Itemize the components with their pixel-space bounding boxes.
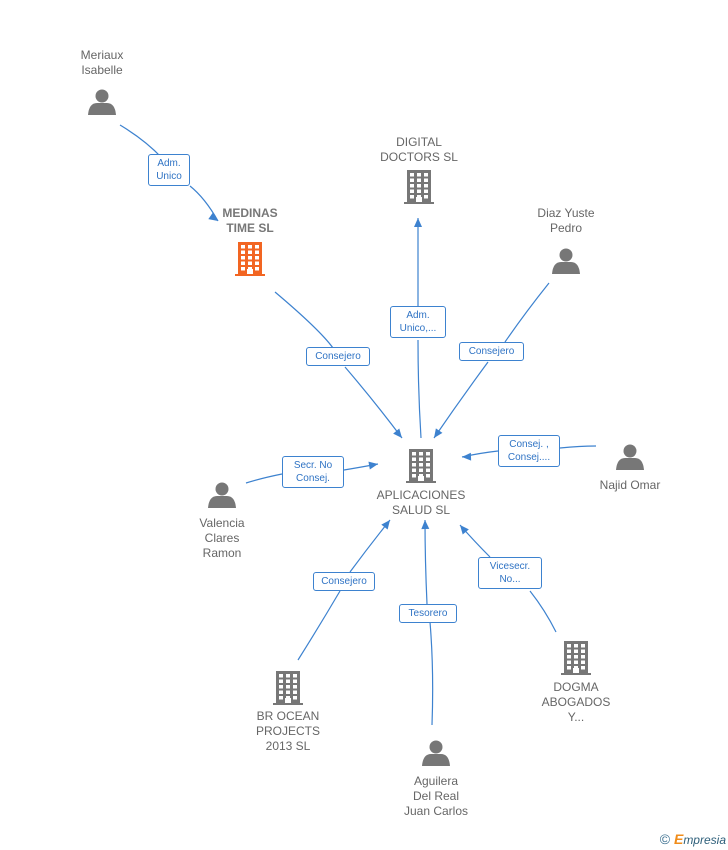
node-label-line: APLICACIONES [376, 488, 466, 502]
edge-label-text: Tesorero [408, 608, 448, 619]
arrowhead-icon [421, 520, 430, 530]
node-label-line: Isabelle [81, 63, 123, 77]
edge-label[interactable]: Consej. , Consej.... [498, 435, 560, 467]
person-icon[interactable] [552, 248, 580, 275]
edge-line [417, 218, 422, 439]
person-icon[interactable] [616, 444, 644, 471]
edge-najid-aplicaciones [461, 445, 597, 461]
edge-label-text: Adm. [406, 310, 430, 321]
person-icon[interactable] [88, 89, 116, 116]
edge-label-text: Adm. [157, 158, 181, 169]
node-label-line: Y... [567, 710, 585, 724]
node-label-line: Juan Carlos [403, 804, 469, 818]
edge-label[interactable]: Secr. No Consej. [282, 456, 344, 488]
edge-aplicaciones-digital [414, 218, 422, 439]
arrowhead-icon [460, 525, 469, 535]
node-label-line: Meriaux [80, 48, 124, 62]
edge-label-text: Consej. [296, 473, 330, 484]
node-label-najid[interactable]: Najid Omar [570, 478, 690, 493]
node-label-line: MEDINAS [222, 206, 278, 220]
node-label-line: Del Real [412, 789, 460, 803]
edge-label-text: Consej. , [509, 439, 549, 450]
node-label-line: BR OCEAN [256, 709, 320, 723]
arrowhead-icon [393, 428, 402, 438]
edge-label[interactable]: Adm. Unico [148, 154, 190, 186]
arrowhead-icon [381, 520, 390, 530]
arrowhead-icon [368, 461, 378, 470]
node-label-line: Aguilera [413, 774, 459, 788]
edge-label[interactable]: Consejero [459, 342, 524, 361]
node-label-line: Ramon [202, 546, 242, 560]
edge-line [433, 282, 550, 439]
edge-label-text: Unico [156, 171, 182, 182]
node-label-line: ABOGADOS [541, 695, 611, 709]
node-label-line: Diaz Yuste [537, 206, 595, 220]
arrowhead-icon [462, 452, 472, 461]
node-label-line: TIME SL [226, 221, 274, 235]
building-icon[interactable] [235, 242, 265, 276]
edge-dogma-aplicaciones [459, 524, 557, 633]
node-label-line: Najid Omar [599, 478, 661, 492]
edge-broceam-aplicaciones [297, 519, 391, 661]
edge-medinas-aplicaciones [274, 291, 403, 439]
edge-label-text: Unico,... [399, 323, 437, 334]
node-label-line: Clares [204, 531, 240, 545]
edge-label-text: No... [499, 574, 521, 585]
node-label-line: DOCTORS SL [380, 150, 458, 164]
building-icon[interactable] [406, 449, 436, 483]
edge-label[interactable]: Vicesecr. No... [478, 557, 542, 589]
edge-label-text: Consej.... [507, 452, 551, 463]
arrowhead-icon [434, 428, 443, 438]
person-icon[interactable] [422, 740, 450, 767]
copyright-footer: © Empresia [660, 831, 726, 847]
node-label-line: PROJECTS [255, 724, 320, 738]
brand-logo[interactable]: Empresia [673, 831, 726, 847]
edge-diaz-aplicaciones [433, 282, 550, 439]
person-icon[interactable] [208, 482, 236, 509]
node-label-line: Pedro [549, 221, 583, 235]
node-label-line: Valencia [199, 516, 245, 530]
edge-label-text: Consejero [315, 351, 361, 362]
building-icon[interactable] [404, 170, 434, 204]
edge-label[interactable]: Consejero [306, 347, 370, 366]
edge-aguilera-aplicaciones [421, 519, 434, 726]
edge-label-text: Consejero [321, 576, 367, 587]
arrowhead-icon [208, 212, 218, 221]
edge-label-text: Vicesecr. [489, 561, 531, 572]
node-label-line: DOGMA [553, 680, 599, 694]
edge-label-text: Consejero [468, 346, 515, 357]
edge-valencia-aplicaciones [245, 461, 379, 484]
edge-label[interactable]: Consejero [313, 572, 375, 591]
node-label-line: SALUD SL [391, 503, 451, 517]
node-label-line: DIGITAL [396, 135, 442, 149]
building-icon[interactable] [273, 671, 303, 705]
edge-label-text: Secr. No [293, 460, 333, 471]
edge-label[interactable]: Adm. Unico,... [390, 306, 446, 338]
node-label-line: 2013 SL [265, 739, 311, 753]
arrowhead-icon [414, 218, 422, 227]
copyright-symbol: © [659, 831, 671, 847]
edge-label[interactable]: Tesorero [399, 604, 457, 623]
building-icon[interactable] [561, 641, 591, 675]
